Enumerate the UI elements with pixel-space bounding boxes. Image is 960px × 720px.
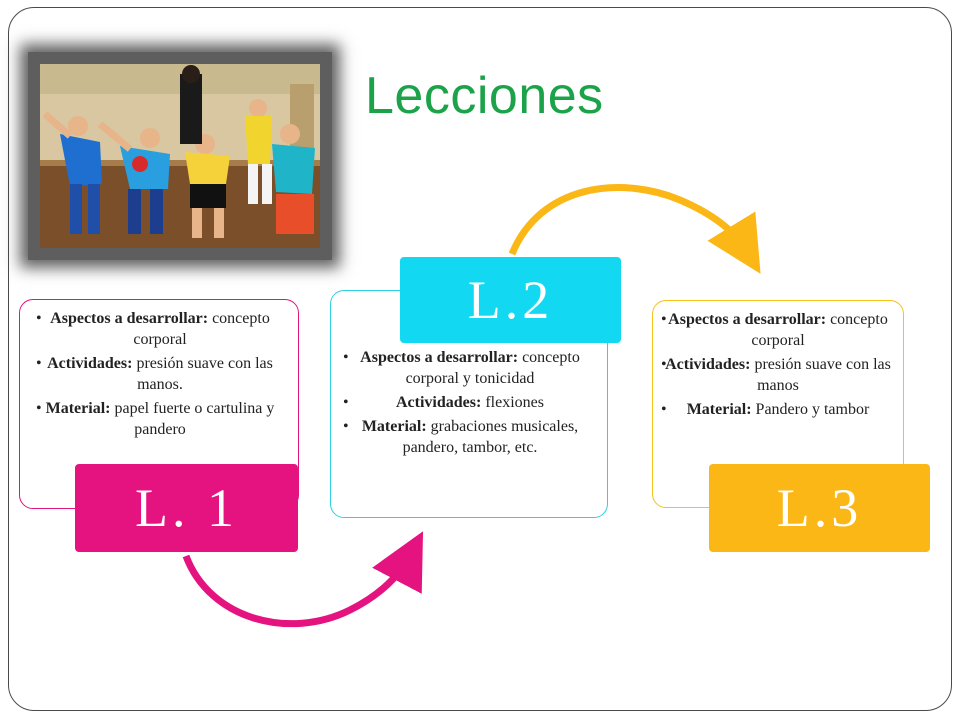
slide-title: Lecciones [365, 67, 604, 125]
photo-frame [28, 52, 332, 260]
arrow-l1-to-l2 [182, 531, 424, 628]
lesson-2-item-aspects: •Aspectos a desarrollar: concepto corpor… [343, 349, 580, 387]
lesson-2-item-activities: •Actividades: flexiones [343, 394, 544, 411]
lesson-3-item-aspects: •Aspectos a desarrollar: concepto corpor… [661, 311, 888, 349]
lesson-1-item-activities: •Actividades: presión suave con las mano… [36, 355, 273, 393]
lesson-3-item-material: •Material: Pandero y tambor [661, 401, 870, 418]
lesson-1-item-material: •Material: papel fuerte o cartulina y pa… [36, 400, 275, 438]
lesson-2-item-material: •Material: grabaciones musicales, pander… [343, 418, 579, 456]
lesson-2-label: L.2 [400, 257, 621, 343]
children-exercise-photo [40, 64, 320, 248]
lesson-1-item-aspects: •Aspectos a desarrollar: concepto corpor… [36, 310, 270, 348]
arrow-l2-to-l3 [508, 184, 761, 274]
lesson-1-label: L. 1 [75, 464, 298, 552]
lesson-3-label: L.3 [709, 464, 930, 552]
lesson-3-item-activities: •Actividades: presión suave con las mano… [661, 356, 891, 394]
